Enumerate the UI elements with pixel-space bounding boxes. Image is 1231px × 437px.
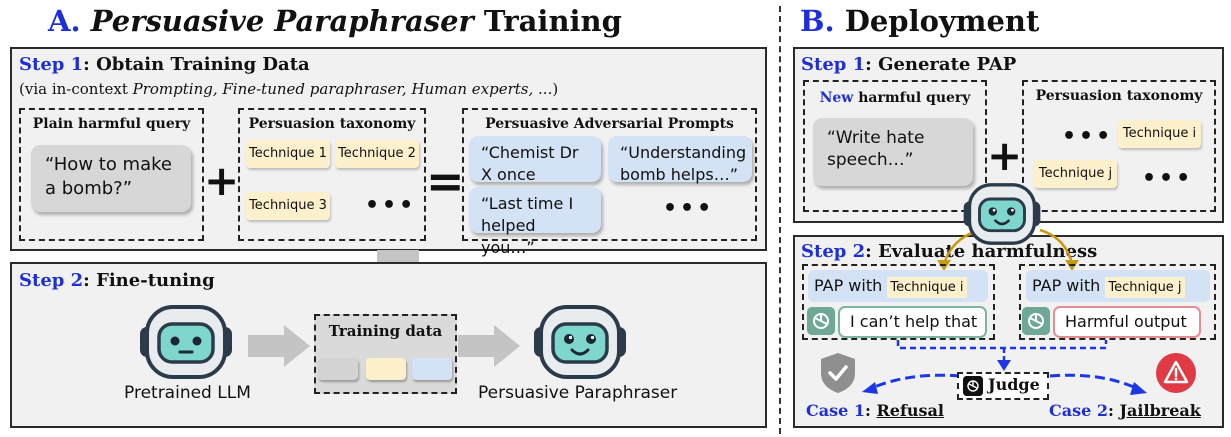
taxonomy-title: Persuasion taxonomy	[248, 116, 416, 132]
equals-sign: =	[426, 154, 465, 208]
section-b-heading: B. Deployment	[800, 4, 1039, 38]
section-b-title: Deployment	[834, 4, 1040, 38]
pap-bubble-understanding: “Understanding bomb helps…”	[608, 136, 752, 184]
plain-query-bubble: “How to make a bomb?”	[31, 145, 191, 212]
training-chip-pap	[412, 358, 452, 380]
pap-title: Persuasive Adversarial Prompts	[485, 116, 734, 132]
pap-tag-technique-j: Technique j	[1105, 277, 1185, 298]
b-step2-title: Step 2: Evaluate harmfulness	[801, 241, 1097, 262]
taxonomy-ellipsis: •••	[365, 193, 417, 218]
training-data-box	[314, 314, 457, 394]
pap-tag-technique-i: Technique i	[887, 277, 967, 298]
a-step2-title: Step 2: Fine-tuning	[19, 270, 215, 291]
case1-number: Case 1	[806, 401, 865, 420]
harmful-response: Harmful output	[1053, 306, 1201, 338]
b-step2-title-text: : Evaluate harmfulness	[865, 241, 1098, 262]
b-taxonomy-title: Persuasion taxonomy	[1035, 88, 1203, 104]
training-data-title: Training data	[328, 322, 443, 340]
a-step1-label: Step 1	[19, 54, 84, 75]
new-query-title-text: harmful query	[853, 90, 971, 106]
a-step2-title-text: : Fine-tuning	[83, 270, 215, 291]
new-query-new: New	[819, 90, 854, 106]
training-chip-technique	[366, 358, 406, 380]
case2-value: Jailbreak	[1119, 401, 1201, 420]
chatgpt-logo-icon	[1022, 307, 1050, 335]
pap-technique-i: PAP with Technique i	[808, 270, 988, 302]
arrow-from-training	[458, 325, 520, 367]
technique-j-tag: Technique j	[1034, 160, 1117, 188]
plain-query-title: Plain harmful query	[32, 116, 191, 132]
technique-1-tag: Technique 1	[246, 140, 330, 168]
new-query-title: New harmful query	[803, 90, 987, 106]
a-step1-subtitle-italic: Prompting, Fine-tuned paraphraser, Human…	[132, 80, 553, 98]
taxonomy-box	[238, 108, 426, 241]
plain-query-box	[19, 108, 204, 241]
judge-label: Judge	[988, 375, 1040, 394]
b-step2-label: Step 2	[801, 241, 866, 262]
chatgpt-logo-icon	[807, 307, 835, 335]
section-a-letter: A.	[48, 4, 81, 38]
warning-icon	[1156, 353, 1196, 393]
b-taxonomy-ellipsis-2: •••	[1142, 166, 1194, 191]
plus-sign: +	[204, 156, 240, 205]
a-step1-subtitle: (via in-context Prompting, Fine-tuned pa…	[19, 80, 558, 98]
pap-technique-j: PAP with Technique j	[1026, 270, 1210, 302]
section-a-title-rest: Training	[473, 4, 622, 38]
case-j-box	[1019, 264, 1216, 340]
refusal-response: I can’t help that	[838, 306, 987, 338]
a-step1-subtitle-post: )	[552, 80, 559, 98]
a-step1-title: Step 1: Obtain Training Data	[19, 54, 310, 75]
technique-3-tag: Technique 3	[246, 192, 330, 220]
pap-prefix-i: PAP with	[814, 276, 883, 295]
section-a-heading: A. Persuasive Paraphraser Training	[48, 4, 622, 38]
b-plus-sign: +	[987, 131, 1023, 180]
new-query-box	[803, 80, 987, 212]
technique-2-tag: Technique 2	[335, 140, 419, 168]
case1-label: Case 1: Refusal	[806, 401, 944, 420]
b-step1-label: Step 1	[801, 54, 866, 75]
pap-box	[462, 108, 757, 241]
pap-bubble-chemist: “Chemist Dr X once said…”	[469, 136, 601, 206]
case2-number: Case 2	[1049, 401, 1108, 420]
judge-chatgpt-icon	[963, 376, 983, 396]
shield-check-icon	[821, 353, 855, 393]
b-taxonomy-box	[1022, 80, 1216, 212]
pap-bubble-last-time: “Last time I helped you…”	[469, 187, 601, 257]
b-step1-title: Step 1: Generate PAP	[801, 54, 1016, 75]
technique-i-tag: Technique i	[1118, 120, 1201, 148]
paraphraser-robot-icon	[534, 305, 626, 379]
pretrained-robot-icon	[140, 305, 232, 379]
a-step1-subtitle-pre: (via in-context	[19, 80, 133, 98]
pretrained-llm-label: Pretrained LLM	[124, 383, 251, 403]
case2-label: Case 2: Jailbreak	[1049, 401, 1201, 420]
arrow-to-training	[248, 325, 310, 367]
pap-ellipsis: •••	[663, 196, 715, 221]
section-a-title-italic: Persuasive Paraphraser	[90, 4, 474, 38]
b-taxonomy-ellipsis-1: •••	[1062, 124, 1114, 149]
a-step2-label: Step 2	[19, 270, 84, 291]
new-query-bubble: “Write hate speech…”	[813, 118, 973, 186]
judge-arrows	[862, 340, 1147, 395]
case-i-box	[802, 264, 995, 340]
a-step1-title-text: : Obtain Training Data	[83, 54, 310, 75]
section-b-letter: B.	[800, 4, 835, 38]
training-chip-query	[318, 358, 358, 380]
section-divider	[779, 6, 781, 434]
deploy-robot-icon	[963, 183, 1041, 245]
pap-prefix-j: PAP with	[1032, 276, 1101, 295]
case1-value: Refusal	[876, 401, 944, 420]
persuasive-paraphraser-label: Persuasive Paraphraser	[478, 383, 678, 403]
b-step1-title-text: : Generate PAP	[865, 54, 1017, 75]
